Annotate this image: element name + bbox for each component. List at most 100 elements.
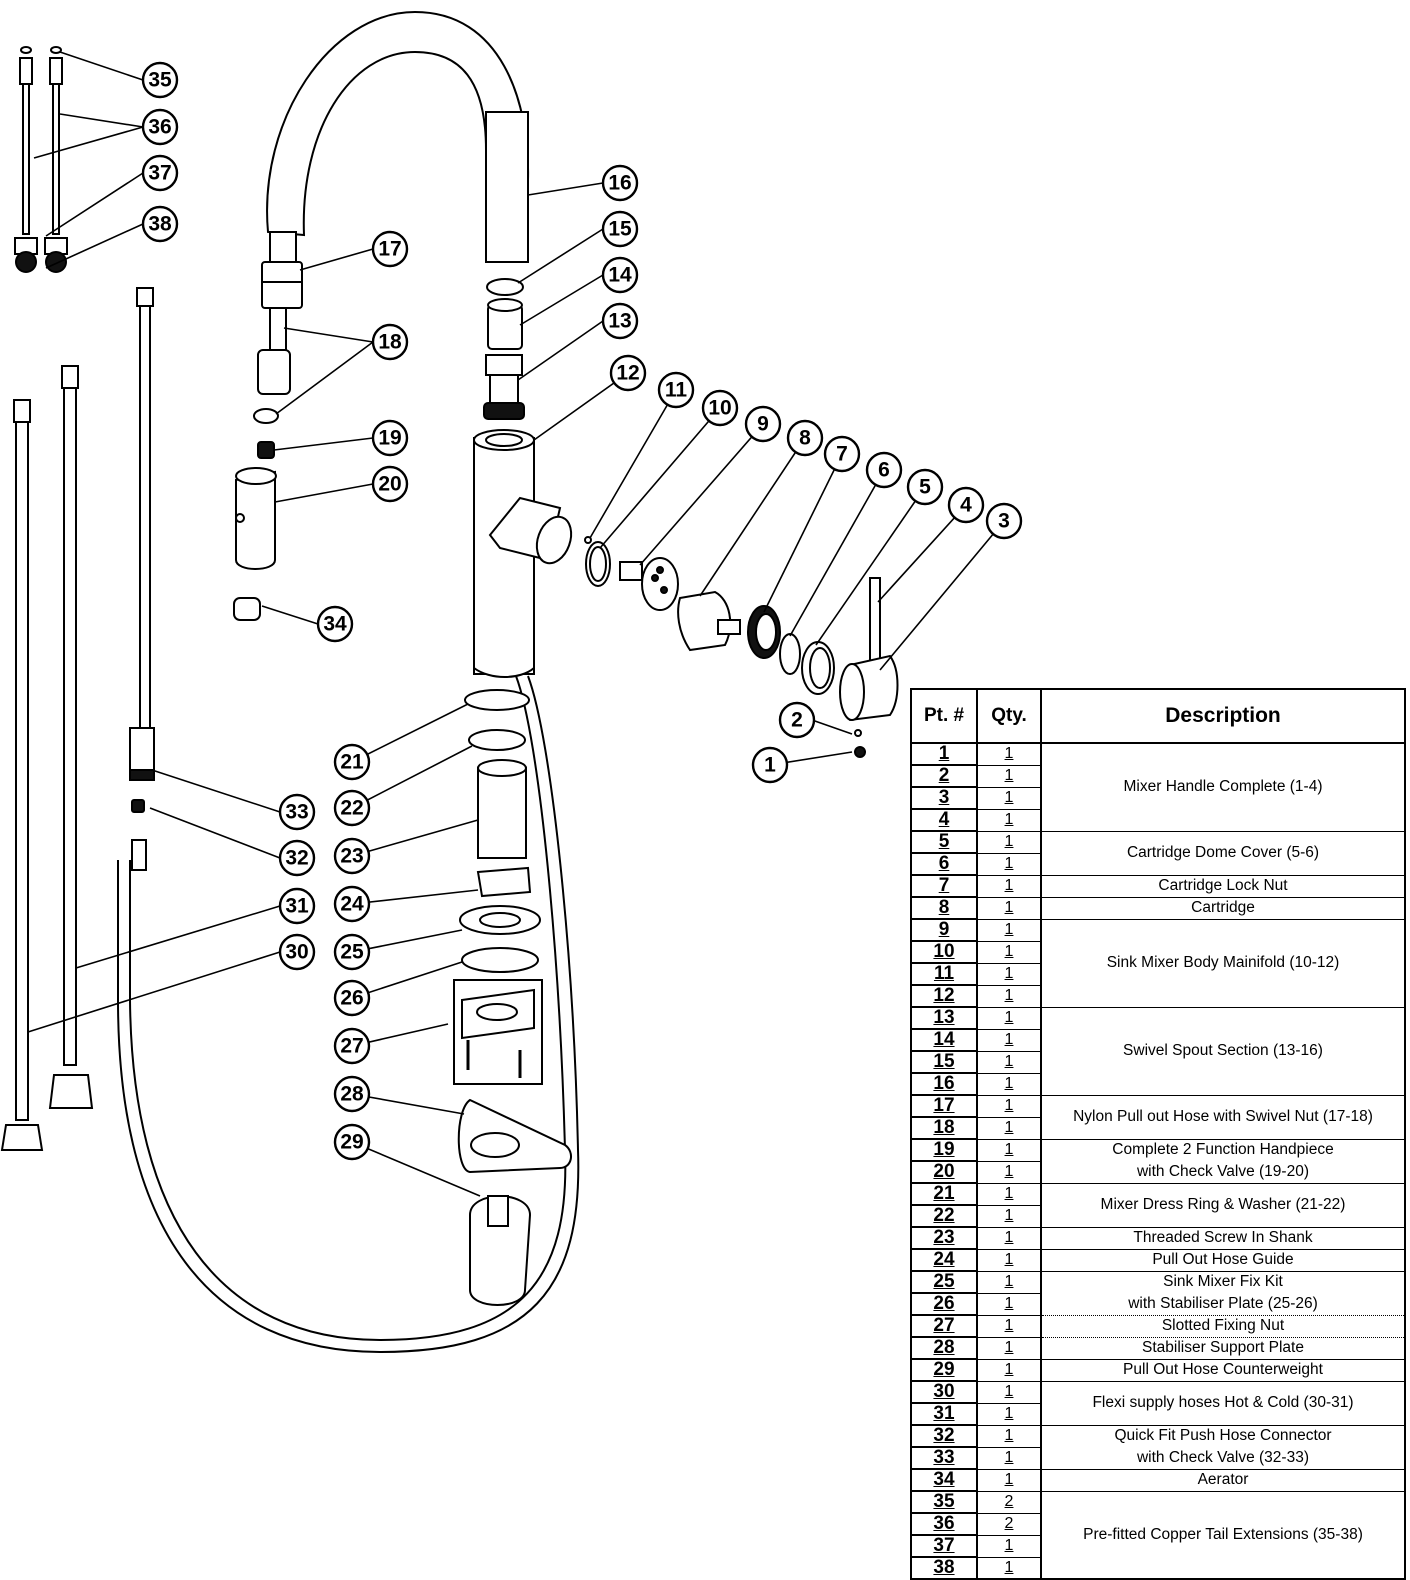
svg-text:35: 35 xyxy=(148,69,172,92)
callout-10: 10 xyxy=(701,389,739,427)
svg-text:16: 16 xyxy=(608,172,631,195)
header-part-number: Pt. # xyxy=(910,688,978,744)
row-description: Sink Mixer Fix Kit xyxy=(1163,1273,1283,1291)
row-description: with Stabiliser Plate (25-26) xyxy=(1041,1293,1405,1316)
callout-19: 19 xyxy=(371,419,409,457)
callout-38: 38 xyxy=(141,205,179,243)
row-description: Nylon Pull out Hose with Swivel Nut (17-… xyxy=(1041,1095,1405,1140)
row-description: Mixer Dress Ring & Washer (21-22) xyxy=(1041,1183,1405,1228)
callout-31: 31 xyxy=(278,887,316,925)
pullout-hose-loop xyxy=(129,675,567,1342)
svg-text:30: 30 xyxy=(285,941,308,964)
quick-fit-connector xyxy=(129,287,155,871)
callout-35: 35 xyxy=(141,61,179,99)
row-description: Cartridge Lock Nut xyxy=(1041,875,1405,898)
callout-23: 23 xyxy=(333,837,371,875)
svg-text:24: 24 xyxy=(340,893,364,916)
svg-text:21: 21 xyxy=(340,751,364,774)
callout-20: 20 xyxy=(371,465,409,503)
callout-34: 34 xyxy=(316,605,354,643)
svg-text:3: 3 xyxy=(998,510,1010,533)
row-description: Sink Mixer Body Mainifold (10-12) xyxy=(1041,919,1405,1008)
svg-text:2: 2 xyxy=(791,709,803,732)
callout-21: 21 xyxy=(333,743,371,781)
header-quantity: Qty. xyxy=(976,688,1042,744)
leader-lines xyxy=(27,51,1005,1197)
svg-text:33: 33 xyxy=(285,801,308,824)
callout-4: 4 xyxy=(947,486,985,524)
callout-27: 27 xyxy=(333,1027,371,1065)
svg-text:6: 6 xyxy=(878,459,890,482)
callout-9: 9 xyxy=(744,405,782,443)
svg-text:4: 4 xyxy=(960,494,972,517)
svg-text:17: 17 xyxy=(378,238,401,261)
svg-text:28: 28 xyxy=(340,1083,364,1106)
callout-11: 11 xyxy=(657,371,695,409)
row-description: Pull Out Hose Counterweight xyxy=(1041,1359,1405,1382)
callout-1: 1 xyxy=(751,746,789,784)
swivel-spout-gooseneck xyxy=(266,10,530,263)
svg-text:36: 36 xyxy=(148,116,171,139)
svg-text:10: 10 xyxy=(708,397,731,420)
callout-2: 2 xyxy=(778,701,816,739)
row-description: Pull Out Hose Guide xyxy=(1041,1249,1405,1272)
cartridge-group xyxy=(584,536,899,758)
callout-3: 3 xyxy=(985,502,1023,540)
mixer-body xyxy=(473,429,573,678)
svg-text:29: 29 xyxy=(340,1131,363,1154)
callout-30: 30 xyxy=(278,933,316,971)
callout-28: 28 xyxy=(333,1075,371,1113)
svg-text:37: 37 xyxy=(148,162,171,185)
svg-text:26: 26 xyxy=(340,987,363,1010)
svg-text:15: 15 xyxy=(608,218,632,241)
row-description: Slotted Fixing Nut xyxy=(1041,1315,1405,1338)
row-description: Mixer Handle Complete (1-4) xyxy=(1041,743,1405,832)
svg-text:7: 7 xyxy=(836,443,848,466)
callout-15: 15 xyxy=(601,210,639,248)
row-description: Swivel Spout Section (13-16) xyxy=(1041,1007,1405,1096)
svg-text:22: 22 xyxy=(340,797,363,820)
callout-33: 33 xyxy=(278,793,316,831)
callout-24: 24 xyxy=(333,885,371,923)
row-description: Stabiliser Support Plate xyxy=(1041,1337,1405,1360)
callout-6: 6 xyxy=(865,451,903,489)
callout-26: 26 xyxy=(333,979,371,1017)
row-description: Cartridge Dome Cover (5-6) xyxy=(1041,831,1405,876)
row-description: Pre-fitted Copper Tail Extensions (35-38… xyxy=(1083,1525,1363,1543)
row-description: Complete 2 Function Handpiece xyxy=(1112,1141,1334,1159)
callout-29: 29 xyxy=(333,1123,371,1161)
copper-tails xyxy=(14,46,68,273)
callout-8: 8 xyxy=(786,419,824,457)
row-description: with Check Valve (32-33) xyxy=(1041,1447,1405,1470)
callout-14: 14 xyxy=(601,256,639,294)
